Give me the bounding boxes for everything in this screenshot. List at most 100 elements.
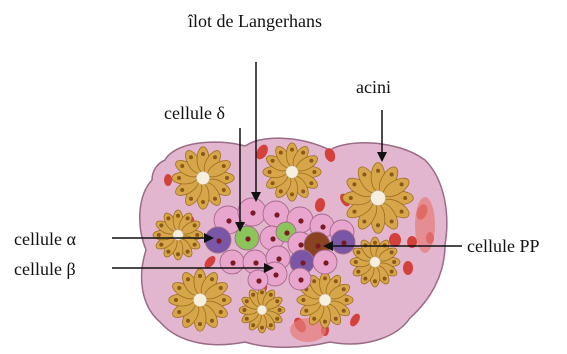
- acinar-nucleus: [219, 286, 223, 290]
- label-delta-cell: cellule δ: [164, 102, 225, 124]
- acinar-nucleus: [400, 210, 404, 214]
- label-alpha-cell: cellule α: [14, 228, 76, 250]
- cell-nucleus: [323, 260, 328, 265]
- acinar-nucleus: [390, 250, 394, 254]
- acinar-nucleus: [373, 241, 377, 245]
- cell-nucleus: [298, 277, 303, 282]
- acinar-nucleus: [403, 196, 407, 200]
- cell-nucleus: [270, 236, 275, 241]
- acinar-nucleus: [312, 279, 316, 283]
- acinar-nucleus: [251, 323, 255, 327]
- acinar-nucleus: [222, 298, 226, 302]
- acinar-nucleus: [260, 326, 264, 330]
- acinar-nucleus: [213, 155, 217, 159]
- acinar-nucleus: [180, 188, 184, 192]
- acinar-nucleus: [189, 155, 193, 159]
- acinar-nucleus: [260, 290, 264, 294]
- cell-nucleus: [298, 242, 303, 247]
- label-pp-cell: cellule PP: [467, 235, 540, 257]
- acinar-nucleus: [166, 216, 170, 220]
- acinar-nucleus: [269, 293, 273, 297]
- acinar-nucleus: [363, 277, 367, 281]
- islet-cell: [220, 250, 244, 274]
- acinar-nucleus: [383, 277, 387, 281]
- acinar-nucleus: [210, 277, 214, 281]
- acinar-nucleus: [275, 317, 279, 321]
- acinar-nucleus: [309, 181, 313, 185]
- acinar-nucleus: [390, 172, 394, 176]
- acinus-lumen: [286, 166, 298, 178]
- acinar-nucleus: [159, 243, 163, 247]
- delta-cell: [235, 226, 259, 250]
- islet-cell: [238, 198, 266, 226]
- cell-nucleus: [256, 278, 261, 283]
- acinar-nucleus: [390, 220, 394, 224]
- acinar-nucleus: [245, 299, 249, 303]
- acinar-nucleus: [174, 298, 178, 302]
- acinar-nucleus: [195, 233, 199, 237]
- islet-cell: [289, 268, 311, 290]
- acinar-nucleus: [290, 192, 294, 196]
- acinar-nucleus: [176, 214, 180, 218]
- acinar-nucleus: [193, 223, 197, 227]
- acinar-nucleus: [186, 277, 190, 281]
- acinar-nucleus: [352, 210, 356, 214]
- acinar-nucleus: [392, 260, 396, 264]
- acinar-nucleus: [342, 287, 346, 291]
- acinar-nucleus: [356, 270, 360, 274]
- acinar-nucleus: [213, 197, 217, 201]
- acinar-nucleus: [198, 322, 202, 326]
- acinus-lumen: [371, 191, 386, 206]
- acinar-nucleus: [290, 148, 294, 152]
- acinar-nucleus: [334, 279, 338, 283]
- acinar-nucleus: [242, 308, 246, 312]
- acinar-nucleus: [301, 298, 305, 302]
- acinar-nucleus: [323, 320, 327, 324]
- cell-nucleus: [315, 243, 320, 248]
- acinar-nucleus: [180, 164, 184, 168]
- acinar-nucleus: [352, 182, 356, 186]
- acinar-nucleus: [376, 223, 380, 227]
- acinar-nucleus: [334, 317, 338, 321]
- acinus-lumen: [319, 294, 331, 306]
- acinar-nucleus: [271, 159, 275, 163]
- acinar-nucleus: [400, 182, 404, 186]
- acinar-nucleus: [201, 200, 205, 204]
- acinar-nucleus: [186, 319, 190, 323]
- acinar-nucleus: [222, 188, 226, 192]
- acinar-nucleus: [225, 176, 229, 180]
- acinar-nucleus: [323, 276, 327, 280]
- acinar-nucleus: [251, 293, 255, 297]
- acinar-nucleus: [186, 216, 190, 220]
- acinar-nucleus: [354, 260, 358, 264]
- acinar-nucleus: [390, 270, 394, 274]
- acinar-nucleus: [222, 164, 226, 168]
- alpha-cell: [205, 227, 231, 253]
- acinar-nucleus: [271, 181, 275, 185]
- acinar-nucleus: [362, 172, 366, 176]
- cell-nucleus: [245, 236, 250, 241]
- acinar-nucleus: [278, 308, 282, 312]
- acinar-nucleus: [362, 220, 366, 224]
- acinar-nucleus: [279, 189, 283, 193]
- acinar-nucleus: [269, 323, 273, 327]
- acinar-nucleus: [189, 197, 193, 201]
- cell-nucleus: [276, 256, 281, 261]
- acinar-nucleus: [356, 250, 360, 254]
- acinar-nucleus: [177, 286, 181, 290]
- acinar-nucleus: [349, 196, 353, 200]
- acinar-nucleus: [376, 169, 380, 173]
- acinus-lumen: [193, 293, 206, 306]
- acinar-nucleus: [201, 152, 205, 156]
- acinar-nucleus: [301, 189, 305, 193]
- acinar-nucleus: [210, 319, 214, 323]
- acinar-nucleus: [345, 298, 349, 302]
- cell-nucleus: [274, 212, 279, 217]
- cell-nucleus: [216, 238, 221, 243]
- islet-cell: [313, 250, 337, 274]
- cell-nucleus: [226, 218, 231, 223]
- acinar-nucleus: [301, 151, 305, 155]
- alpha-cell: [331, 230, 355, 254]
- acinus-lumen: [196, 171, 209, 184]
